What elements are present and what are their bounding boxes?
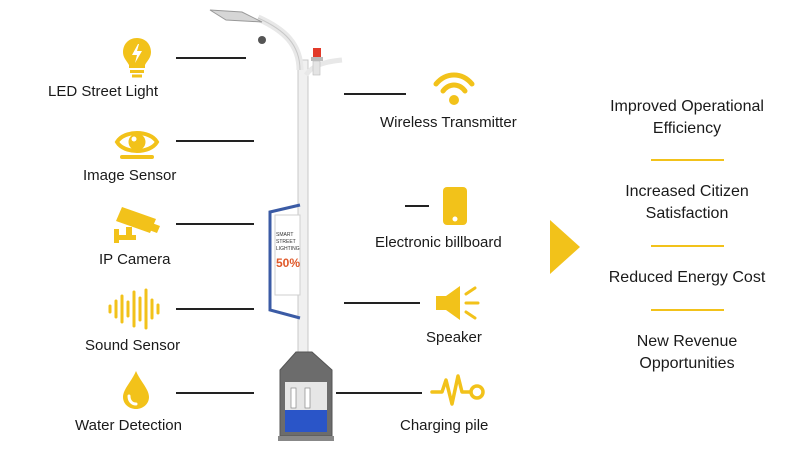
benefit-line: Improved Operational <box>610 98 764 115</box>
lightbulb-icon <box>123 38 151 78</box>
benefit-divider <box>651 309 724 311</box>
feature-label-water-detection: Water Detection <box>75 417 182 434</box>
smart-street-light-pole <box>209 9 343 441</box>
feature-label-wireless-transmitter: Wireless Transmitter <box>380 114 517 131</box>
cctv-camera-icon <box>114 207 160 243</box>
connector-line <box>176 140 254 142</box>
benefit-new-revenue-opportunities: New Revenue Opportunities <box>587 331 787 375</box>
feature-label-sound-sensor: Sound Sensor <box>85 337 181 354</box>
feature-label-image-sensor: Image Sensor <box>83 167 177 184</box>
feature-label-charging-pile: Charging pile <box>400 417 489 434</box>
benefit-line: Satisfaction <box>645 205 729 222</box>
connector-line <box>336 392 422 394</box>
speaker-icon <box>436 286 480 320</box>
benefit-divider <box>651 245 724 247</box>
benefit-divider <box>651 159 724 161</box>
feature-label-led-street-light: LED Street Light <box>48 83 159 100</box>
benefit-improved-operational-efficiency: Improved Operational Efficiency <box>587 96 787 140</box>
billboard-text-line-2: STREET <box>276 239 296 245</box>
connector-line <box>405 205 429 207</box>
benefit-line: Reduced Energy Cost <box>608 269 766 286</box>
benefit-line: New Revenue <box>636 333 738 350</box>
eye-icon <box>114 131 160 159</box>
benefit-line: Increased Citizen <box>625 183 749 200</box>
feature-label-ip-camera: IP Camera <box>99 251 171 268</box>
arrow-right-icon <box>550 220 580 274</box>
connector-line <box>344 302 420 304</box>
wifi-icon <box>433 72 475 105</box>
benefit-reduced-energy-cost: Reduced Energy Cost <box>587 267 787 289</box>
connector-line <box>176 223 254 225</box>
benefit-increased-citizen-satisfaction: Increased Citizen Satisfaction <box>587 181 787 225</box>
connector-line <box>176 392 254 394</box>
phone-screen-icon <box>443 187 467 225</box>
heartbeat-plug-icon <box>430 374 485 406</box>
billboard-percent: 50% <box>276 256 301 270</box>
billboard-text-line-1: SMART <box>276 232 294 238</box>
water-drop-icon <box>123 371 149 409</box>
benefit-line: Opportunities <box>639 355 735 372</box>
feature-label-electronic-billboard: Electronic billboard <box>375 234 502 251</box>
connector-line <box>176 308 254 310</box>
sound-wave-icon <box>108 288 160 330</box>
connector-line <box>176 57 246 59</box>
feature-label-speaker: Speaker <box>426 329 482 346</box>
benefit-line: Efficiency <box>652 120 722 137</box>
connector-line <box>344 93 406 95</box>
billboard-text-line-3: LIGHTING <box>276 246 300 252</box>
